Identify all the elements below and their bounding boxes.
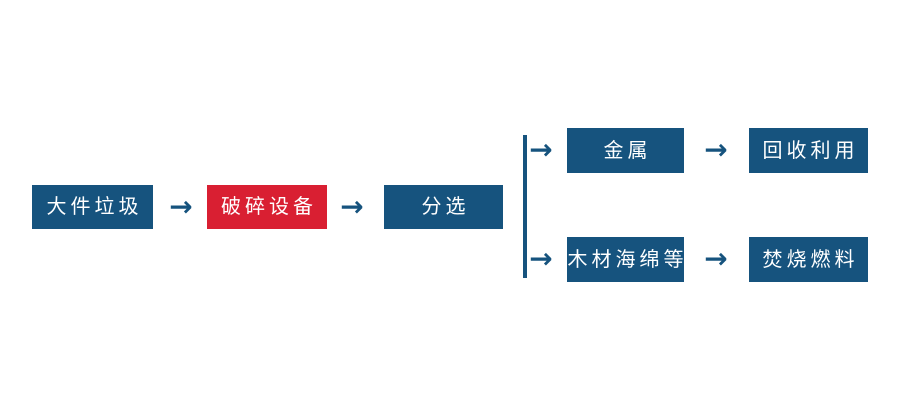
branch-connector-line — [523, 135, 527, 278]
node-sorting: 分选 — [384, 185, 503, 229]
arrow-right-icon: → — [169, 189, 193, 223]
arrow-right-icon: → — [704, 241, 728, 275]
node-wood-sponge-etc: 木材海绵等 — [567, 237, 684, 282]
node-bulky-waste: 大件垃圾 — [32, 185, 153, 229]
arrow-right-icon: → — [704, 132, 728, 166]
node-metal: 金属 — [567, 128, 684, 173]
node-crushing-equipment: 破碎设备 — [207, 185, 327, 229]
arrow-right-icon: → — [529, 241, 553, 275]
arrow-right-icon: → — [529, 132, 553, 166]
node-recycling: 回收利用 — [749, 128, 868, 173]
node-incineration-fuel: 焚烧燃料 — [749, 237, 868, 282]
arrow-right-icon: → — [340, 189, 364, 223]
